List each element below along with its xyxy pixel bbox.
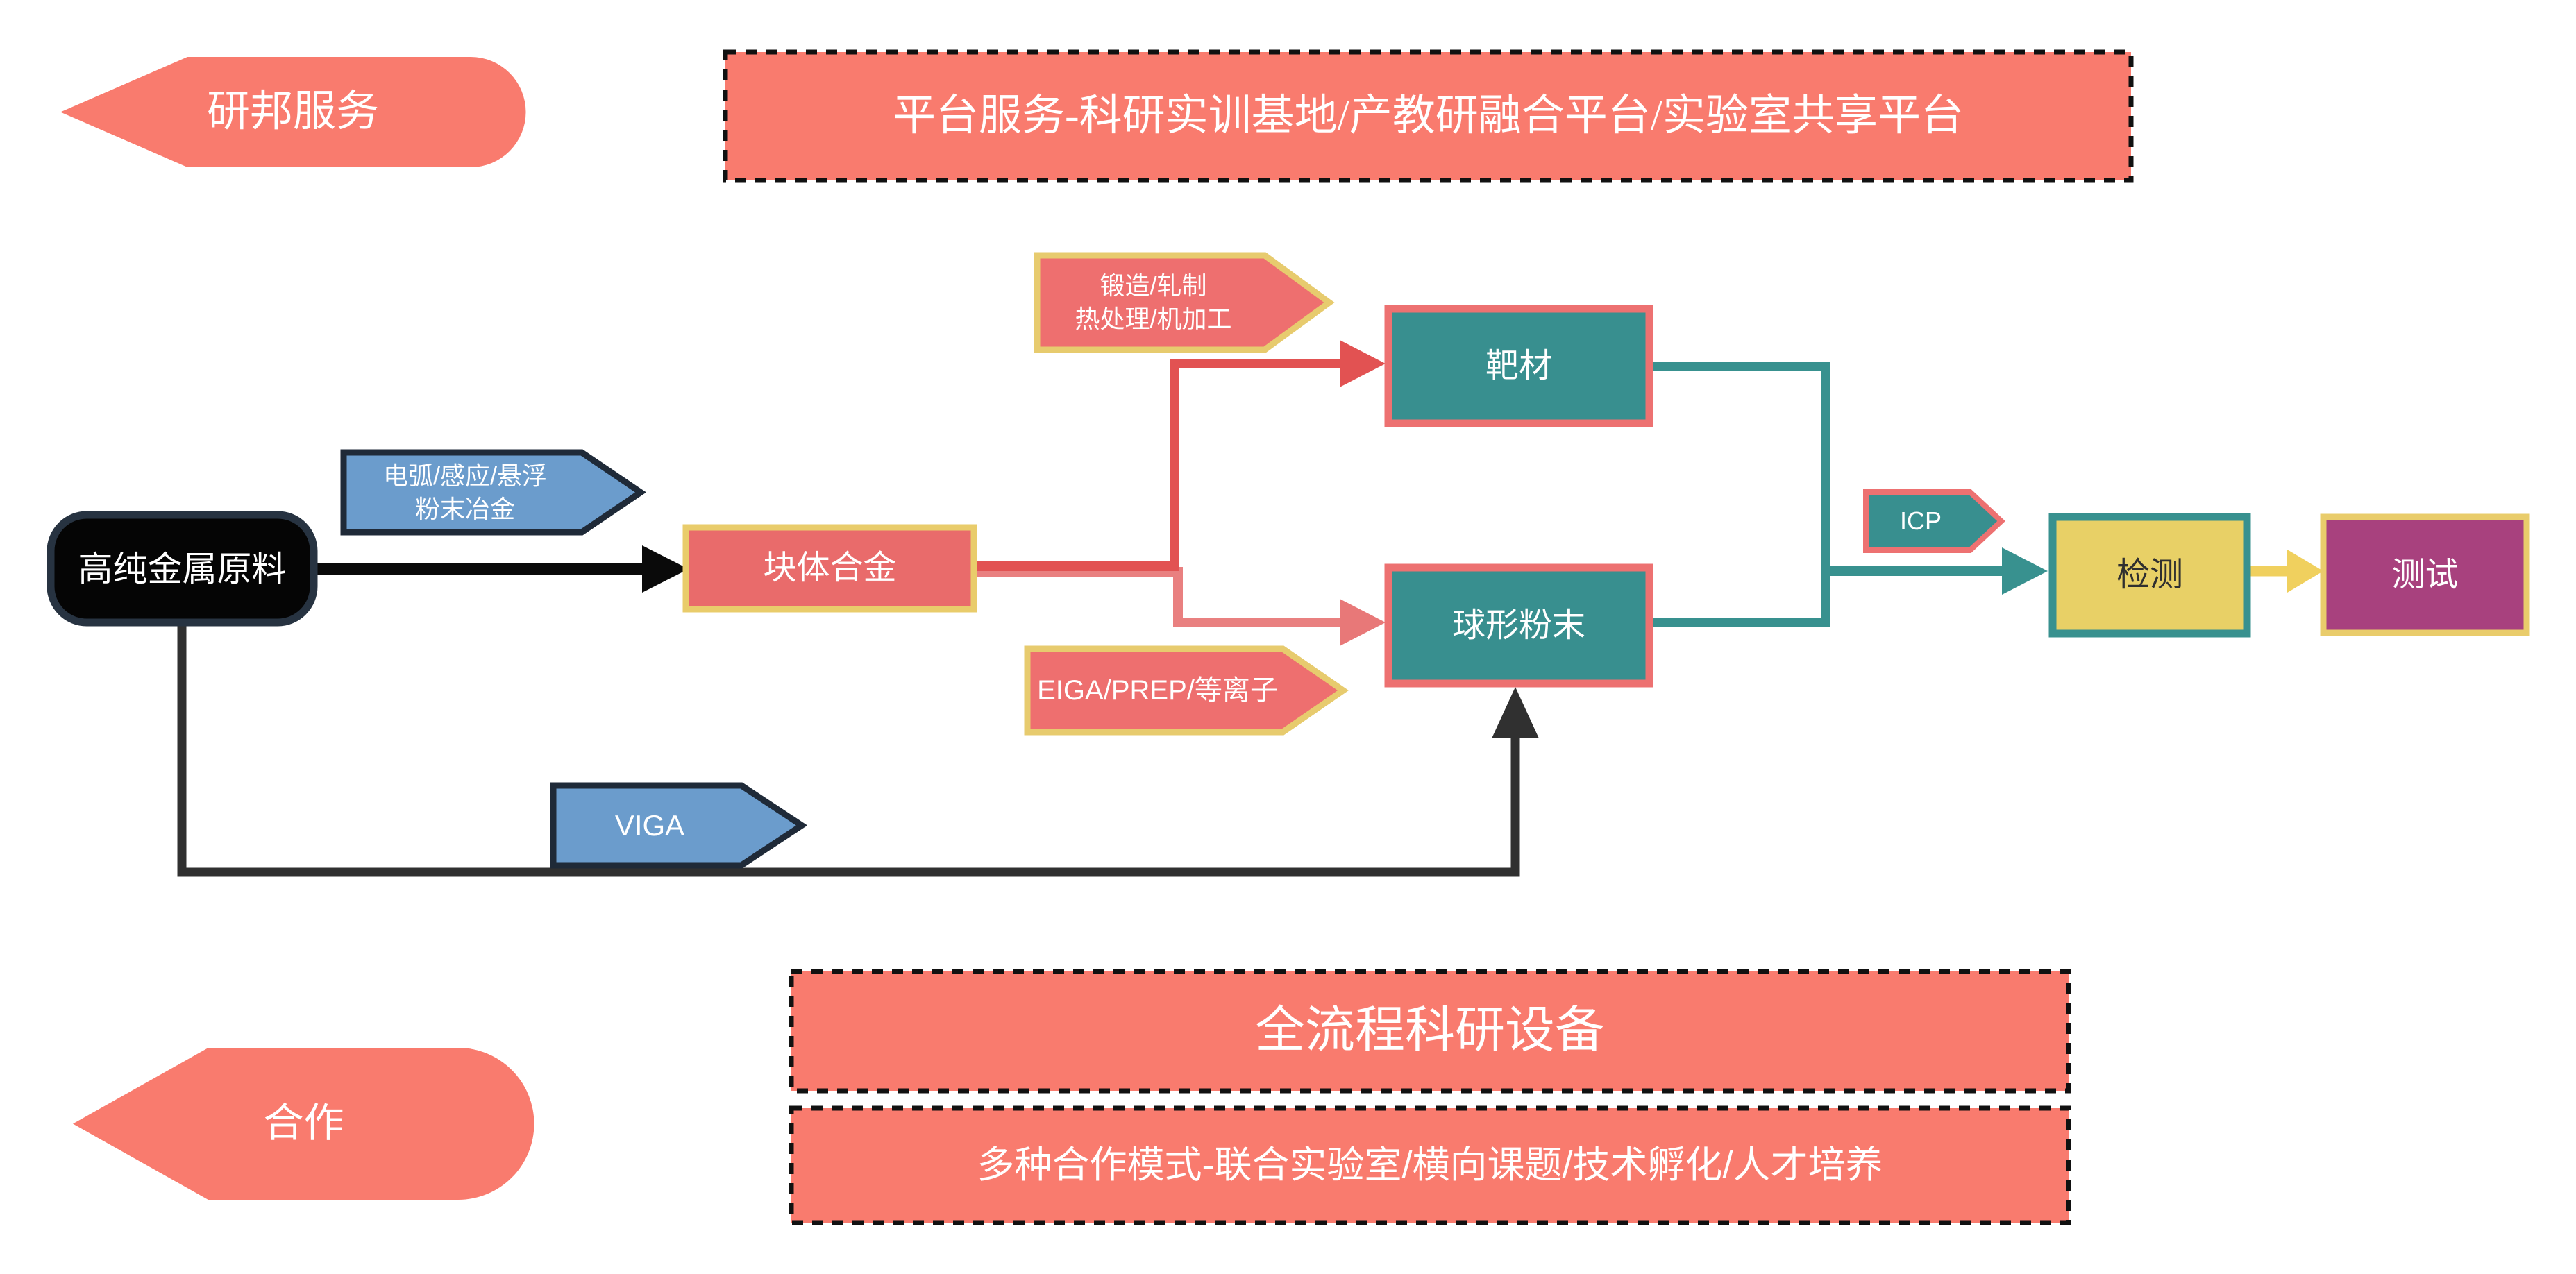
forging-pentagon xyxy=(1034,252,1335,353)
testing-arrowhead-icon xyxy=(2287,550,2323,593)
spherical-powder-box xyxy=(1384,563,1653,688)
raw-to-bulk-arrowhead-icon xyxy=(642,545,689,593)
viga-route-arrowhead-icon xyxy=(1492,687,1539,738)
icp-pentagon xyxy=(1863,489,2005,553)
raw-material-box xyxy=(47,511,318,627)
viga-pentagon xyxy=(550,782,808,869)
platform-banner-box xyxy=(723,49,2134,183)
equipment-banner-box xyxy=(789,969,2071,1094)
melting-pentagon xyxy=(340,449,647,536)
merge-connector xyxy=(1649,362,1830,627)
testing-box xyxy=(2320,513,2530,636)
services-arrow-shape xyxy=(60,57,526,167)
bulk-alloy-box xyxy=(682,524,977,613)
inspection-box xyxy=(2048,513,2251,638)
inspection-arrowhead-icon xyxy=(2002,547,2048,595)
bulk-to-powder-connector xyxy=(974,567,1340,627)
eiga-pentagon xyxy=(1024,645,1349,736)
target-box xyxy=(1384,305,1653,427)
cooperation-arrow-shape xyxy=(73,1048,534,1200)
bulk-to-target-connector xyxy=(974,359,1340,571)
bulk-to-target-arrowhead-icon xyxy=(1340,340,1386,387)
modes-banner-box xyxy=(789,1105,2071,1225)
viga-route-connector xyxy=(177,622,1520,877)
bulk-to-powder-arrowhead-icon xyxy=(1340,599,1386,646)
